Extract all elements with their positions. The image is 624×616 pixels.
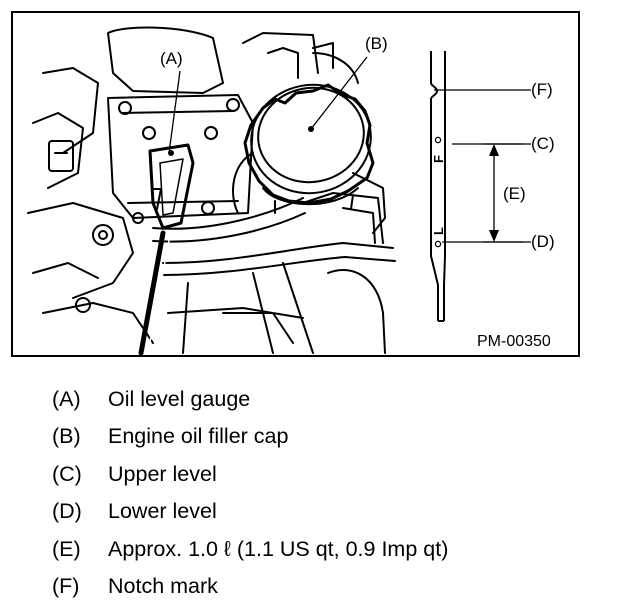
range-arrow-up — [489, 144, 499, 156]
callout-leaders — [168, 56, 531, 243]
legend-text: Lower level — [108, 499, 217, 524]
legend-item: (C) Upper level — [52, 461, 612, 498]
legend-text: Upper level — [108, 461, 217, 486]
legend-list: (A) Oil level gauge (B) Engine oil fille… — [52, 386, 612, 610]
legend-key: (C) — [52, 461, 82, 486]
legend-text: Approx. 1.0 ℓ (1.1 US qt, 0.9 Imp qt) — [108, 536, 449, 561]
diagram-svg: F L (A) (B) (F) (C) (E) (D) PM-00350 — [27, 26, 555, 355]
dipstick-upper-mark: F — [431, 155, 446, 163]
callout-b: (B) — [365, 34, 388, 53]
legend-key: (D) — [52, 499, 82, 524]
callout-c: (C) — [531, 134, 555, 153]
dipstick — [430, 51, 446, 322]
engine-illustration — [27, 26, 396, 355]
legend-text: Oil level gauge — [108, 387, 251, 411]
callout-e: (E) — [503, 184, 526, 203]
legend-item: (D) Lower level — [52, 498, 612, 535]
upper-hole-mark — [434, 136, 442, 144]
legend-item: (F) Notch mark — [52, 573, 612, 610]
legend-key: (E) — [52, 536, 81, 561]
figure-id-label: PM-00350 — [477, 333, 551, 350]
legend-text: Engine oil filler cap — [108, 424, 289, 449]
legend-key: (F) — [52, 573, 80, 598]
range-arrow-down — [489, 230, 499, 242]
legend-key: (B) — [52, 424, 81, 449]
legend-item: (B) Engine oil filler cap — [52, 423, 612, 460]
legend-key: (A) — [52, 387, 81, 411]
callout-a: (A) — [160, 49, 183, 68]
dipstick-lower-mark: L — [431, 227, 446, 235]
callout-f: (F) — [531, 80, 553, 99]
lower-hole-mark — [434, 240, 442, 248]
legend-item: (E) Approx. 1.0 ℓ (1.1 US qt, 0.9 Imp qt… — [52, 536, 612, 573]
diagram-figure: F L (A) (B) (F) (C) (E) (D) PM-00350 — [11, 11, 580, 357]
legend-text: Notch mark — [108, 573, 218, 598]
callout-d: (D) — [531, 232, 555, 251]
legend-item: (A) Oil level gauge — [52, 386, 612, 423]
